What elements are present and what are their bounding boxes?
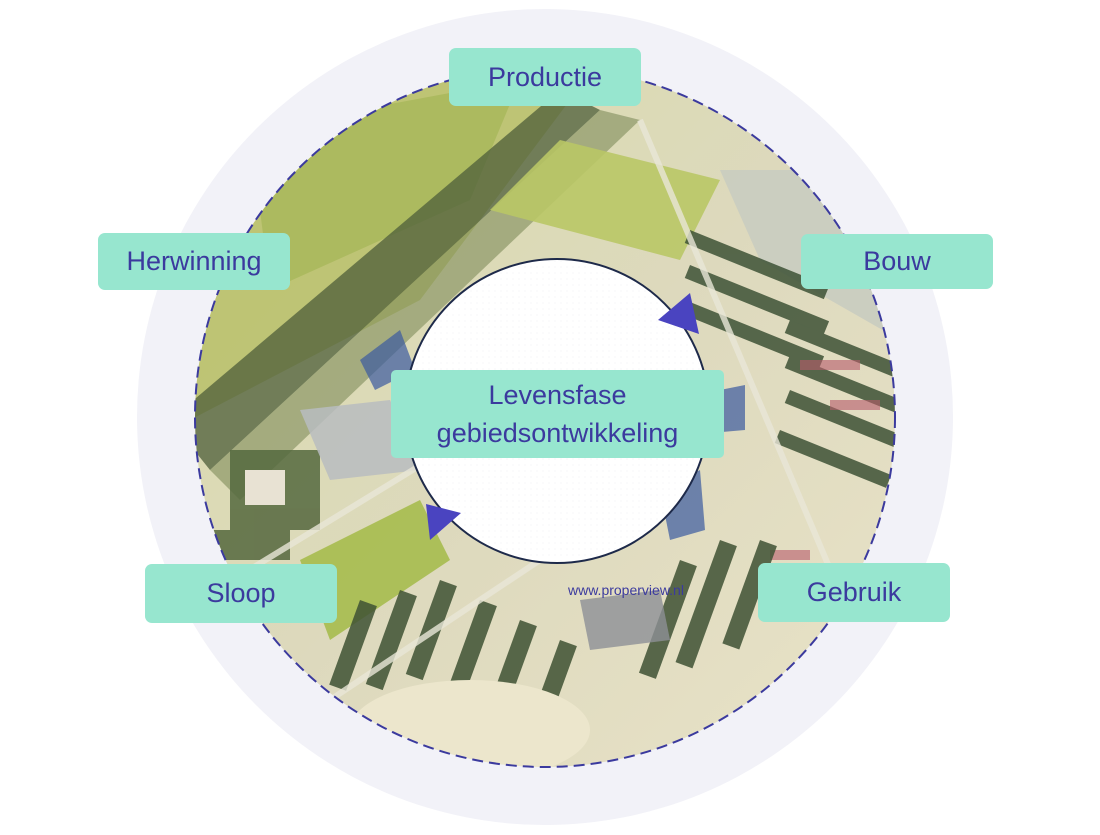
- phase-label-sloop: Sloop: [145, 564, 337, 623]
- phase-label-gebruik: Gebruik: [758, 563, 950, 622]
- watermark: www.properview.nl: [568, 582, 684, 598]
- phase-label-productie: Productie: [449, 48, 641, 106]
- phase-label-bouw: Bouw: [801, 234, 993, 289]
- center-label-line1: Levensfase: [488, 380, 627, 410]
- center-label: Levensfase gebiedsontwikkeling: [391, 370, 724, 458]
- phase-label-herwinning: Herwinning: [98, 233, 290, 290]
- dashed-border: [194, 66, 896, 768]
- cycle-arrow-bottom-icon: [426, 504, 461, 540]
- cycle-arrow-top-icon: [658, 293, 699, 334]
- center-label-line2: gebiedsontwikkeling: [436, 418, 679, 448]
